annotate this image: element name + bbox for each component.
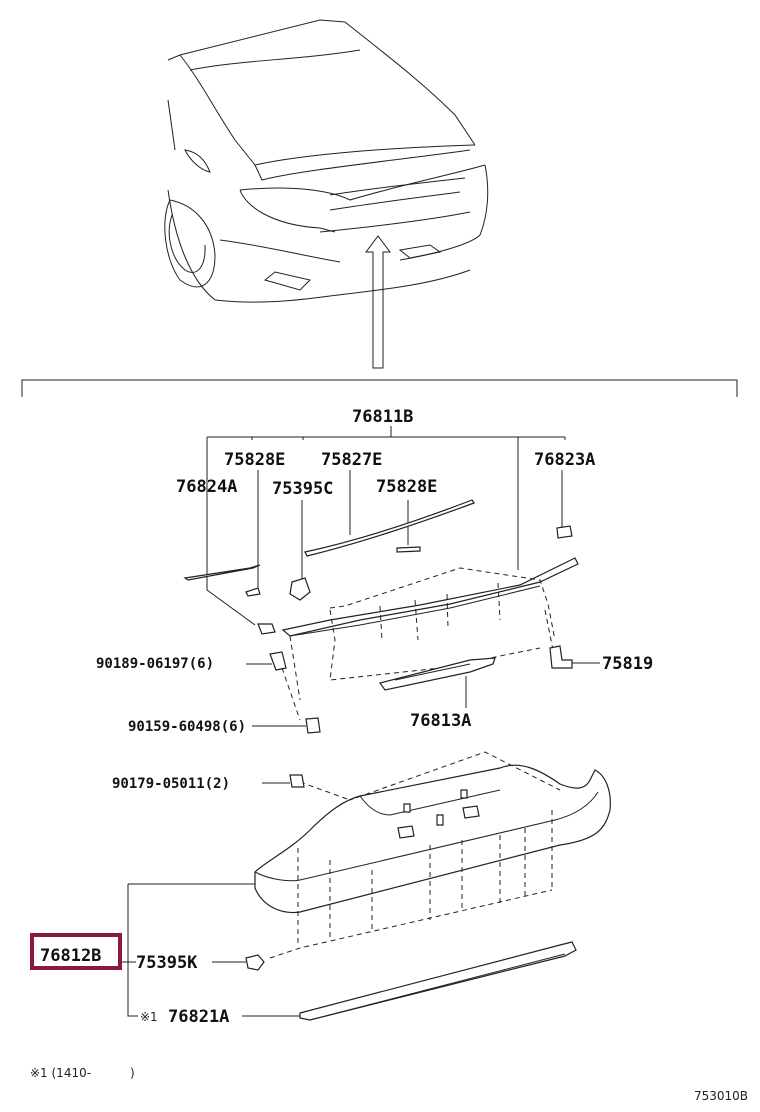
footnote: ※1 (1410- <box>30 1066 91 1080</box>
figure-code: 753010B <box>694 1089 748 1103</box>
bumper-assembly <box>120 662 611 1021</box>
label-76824A[interactable]: 76824A <box>176 477 237 497</box>
label-75395K[interactable]: 75395K <box>136 953 198 973</box>
label-90189-06197[interactable]: 90189-06197(6) <box>96 656 214 672</box>
part-number-labels: 76811B 75828E 75827E 76823A 76824A 75395… <box>40 407 653 1027</box>
label-76813A[interactable]: 76813A <box>410 711 471 731</box>
label-76812B[interactable]: 76812B <box>40 946 101 966</box>
label-75828E-lower[interactable]: 75828E <box>376 477 437 497</box>
label-76821A[interactable]: 76821A <box>168 1007 229 1027</box>
car-rear-illustration <box>164 19 489 303</box>
mark-76821A: ※1 <box>140 1010 158 1024</box>
highlight-box-76812B <box>30 933 122 970</box>
arrow-pointer <box>365 235 391 369</box>
footer: ※1 (1410- ) 753010B <box>30 1066 748 1103</box>
label-76811B[interactable]: 76811B <box>352 407 413 427</box>
footnote-close: ) <box>130 1066 135 1080</box>
label-90159-60498[interactable]: 90159-60498(6) <box>128 719 246 735</box>
label-75827E[interactable]: 75827E <box>321 450 382 470</box>
label-75395C[interactable]: 75395C <box>272 479 333 499</box>
garnish-assembly <box>183 426 579 734</box>
label-76823A[interactable]: 76823A <box>534 450 595 470</box>
section-bracket <box>21 379 738 397</box>
label-75828E-upper[interactable]: 75828E <box>224 450 285 470</box>
label-90179-05011[interactable]: 90179-05011(2) <box>112 776 230 792</box>
label-75819[interactable]: 75819 <box>602 654 653 674</box>
